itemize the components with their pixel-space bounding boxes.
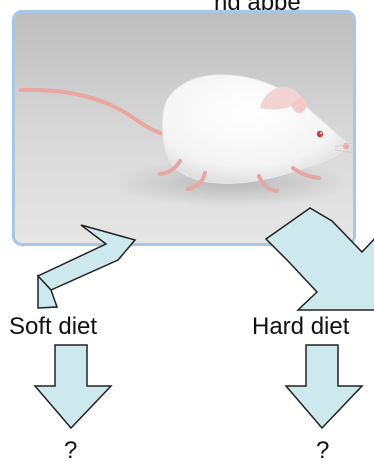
hard-diet-label: Hard diet [252, 313, 349, 341]
soft-diet-outcome: ? [64, 437, 77, 465]
soft-diet-label: Soft diet [9, 313, 97, 341]
left-down-arrow [35, 345, 115, 430]
hard-diet-outcome: ? [316, 437, 329, 465]
left-diagonal-arrow [38, 206, 158, 326]
right-diagonal-arrow [258, 204, 374, 324]
right-down-arrow [286, 345, 366, 430]
